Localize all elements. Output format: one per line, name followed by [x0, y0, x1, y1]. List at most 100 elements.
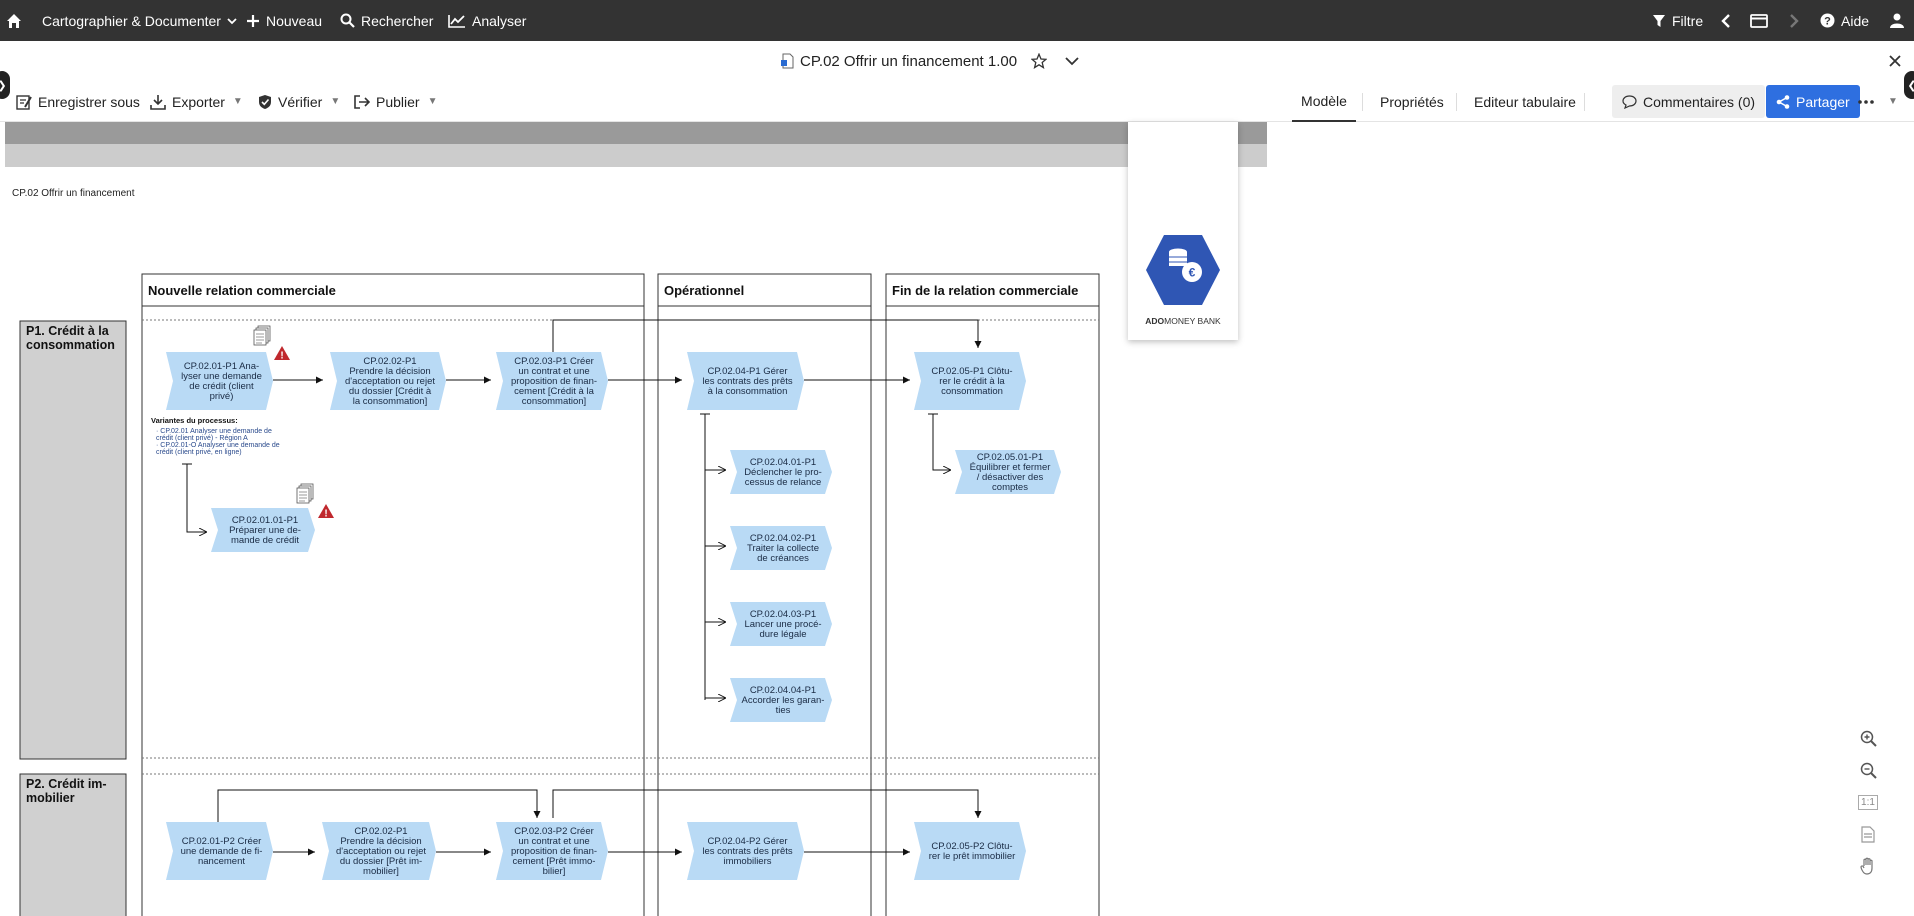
process-variant-link[interactable]: crédit (client privé, en ligne): [156, 449, 242, 456]
share-button[interactable]: Partager: [1766, 85, 1860, 118]
tab-separator: [1584, 93, 1585, 111]
document-toolbar: Enregistrer sous Exporter ▼ Vérifier ▼ P…: [0, 81, 1914, 122]
hand-icon: [1860, 857, 1873, 875]
filter-icon: [1653, 14, 1665, 27]
search-button[interactable]: Rechercher: [340, 0, 433, 41]
chevron-down-icon[interactable]: [1065, 56, 1079, 66]
filter-button-label: Filtre: [1672, 12, 1704, 29]
diagram-title: CP.02 Offrir un financement: [12, 188, 135, 199]
header-band-light: [5, 144, 1267, 167]
new-button[interactable]: Nouveau: [246, 0, 322, 41]
risk-warning-icon[interactable]: !: [318, 504, 334, 520]
process-diagram: CP.02 Offrir un financement Nouvelle rel…: [5, 122, 1267, 916]
fit-page-button[interactable]: [1854, 820, 1882, 848]
export-button[interactable]: Exporter ▼: [150, 81, 243, 122]
right-panel-toggle[interactable]: ❮: [1904, 71, 1914, 99]
zoom-in-button[interactable]: [1854, 724, 1882, 752]
chevron-right-icon: [1790, 13, 1799, 28]
zoom-out-button[interactable]: [1854, 756, 1882, 784]
process-variant-link[interactable]: · CP.02.01-O Analyser une demande de: [156, 442, 280, 449]
tab-model[interactable]: Modèle: [1292, 81, 1356, 122]
close-document-button[interactable]: [1888, 41, 1902, 81]
process-step-label: CP.02.01.01-P1: [232, 515, 298, 526]
document-stack-icon[interactable]: [253, 325, 271, 346]
publish-button[interactable]: Publier ▼: [354, 81, 438, 122]
star-icon[interactable]: [1031, 53, 1048, 69]
help-button[interactable]: ? Aide: [1820, 0, 1869, 41]
more-horizontal-icon: [1858, 99, 1874, 104]
tab-tabular-editor[interactable]: Editeur tabulaire: [1474, 81, 1576, 122]
process-variant-link[interactable]: · CP.02.01 Analyser une demande de: [156, 428, 272, 435]
process-step-label: consommation: [941, 386, 1003, 397]
window-button[interactable]: [1750, 0, 1768, 41]
process-step-label: CP.02.04.01-P1: [750, 457, 816, 468]
process-step-label: lyser une demande: [181, 371, 262, 382]
process-step-label: CP.02.03-P2 Créer: [514, 826, 594, 837]
map-document-menu-label: Cartographier & Documenter: [42, 12, 221, 29]
filter-button[interactable]: Filtre: [1652, 0, 1703, 41]
process-step[interactable]: CP.02.05-P2 Clôtu-rer le prêt immobilier: [914, 822, 1026, 880]
home-button[interactable]: [6, 0, 22, 41]
lane-label-line: mobilier: [26, 791, 75, 805]
process-variant-link[interactable]: crédit (client privé) - Région A: [156, 435, 248, 442]
comments-button[interactable]: Commentaires (0): [1612, 85, 1766, 118]
process-step-label: la consommation]: [353, 396, 427, 407]
phase-header-end-relationship: Fin de la relation commerciale: [892, 283, 1078, 298]
process-step-label: cement [Crédit à la: [514, 386, 594, 397]
zoom-actual-size-button[interactable]: 1:1: [1854, 788, 1882, 816]
process-step-label: Prendre la décision: [349, 366, 430, 377]
model-canvas[interactable]: CP.02 Offrir un financement Nouvelle rel…: [0, 122, 1914, 916]
process-step-label: bilier]: [543, 866, 566, 877]
process-step-shape: [330, 352, 446, 410]
document-title-bar: CP.02 Offrir un financement 1.00: [0, 41, 1914, 81]
back-button[interactable]: [1720, 0, 1732, 41]
process-step-label: Équilibrer et fermer: [970, 462, 1051, 473]
map-document-menu[interactable]: Cartographier & Documenter: [42, 0, 237, 41]
help-button-label: Aide: [1841, 12, 1870, 29]
save-as-label: Enregistrer sous: [38, 93, 140, 110]
risk-warning-icon[interactable]: !: [274, 346, 290, 362]
process-step-label: comptes: [992, 482, 1028, 493]
user-button[interactable]: [1890, 0, 1904, 41]
process-step-label: du dossier [Prêt im-: [340, 856, 422, 867]
document-stack-icon[interactable]: [296, 483, 314, 504]
process-step-label: CP.02.04.03-P1: [750, 609, 816, 620]
save-as-button[interactable]: Enregistrer sous: [16, 81, 140, 122]
pan-hand-button[interactable]: [1854, 852, 1882, 880]
process-step-label: CP.02.04-P1 Gérer: [707, 366, 787, 377]
process-step-shape: [496, 822, 608, 880]
process-step[interactable]: CP.02.05-P1 Clôtu-rer le crédit à lacons…: [914, 352, 1026, 410]
chevron-right-icon: ❯: [0, 79, 7, 92]
more-options-button[interactable]: ▼: [1858, 81, 1898, 122]
process-step-label: mande de crédit: [231, 535, 299, 546]
new-button-label: Nouveau: [266, 12, 323, 29]
process-step-label: les contrats des prêts: [702, 376, 793, 387]
left-panel-toggle[interactable]: ❯: [0, 71, 10, 99]
hierarchy-connector: [186, 464, 207, 532]
close-icon: [1889, 55, 1901, 67]
chevron-left-icon: [1721, 13, 1730, 28]
analyze-button[interactable]: Analyser: [448, 0, 526, 41]
verify-button[interactable]: Vérifier ▼: [258, 81, 340, 122]
publish-icon: [354, 94, 370, 109]
process-step-shape: [730, 450, 832, 494]
export-icon: [150, 94, 166, 110]
tab-properties[interactable]: Propriétés: [1380, 81, 1444, 122]
forward-button[interactable]: [1788, 0, 1800, 41]
process-step-shape: [211, 508, 315, 552]
process-step-shape: [166, 822, 273, 880]
